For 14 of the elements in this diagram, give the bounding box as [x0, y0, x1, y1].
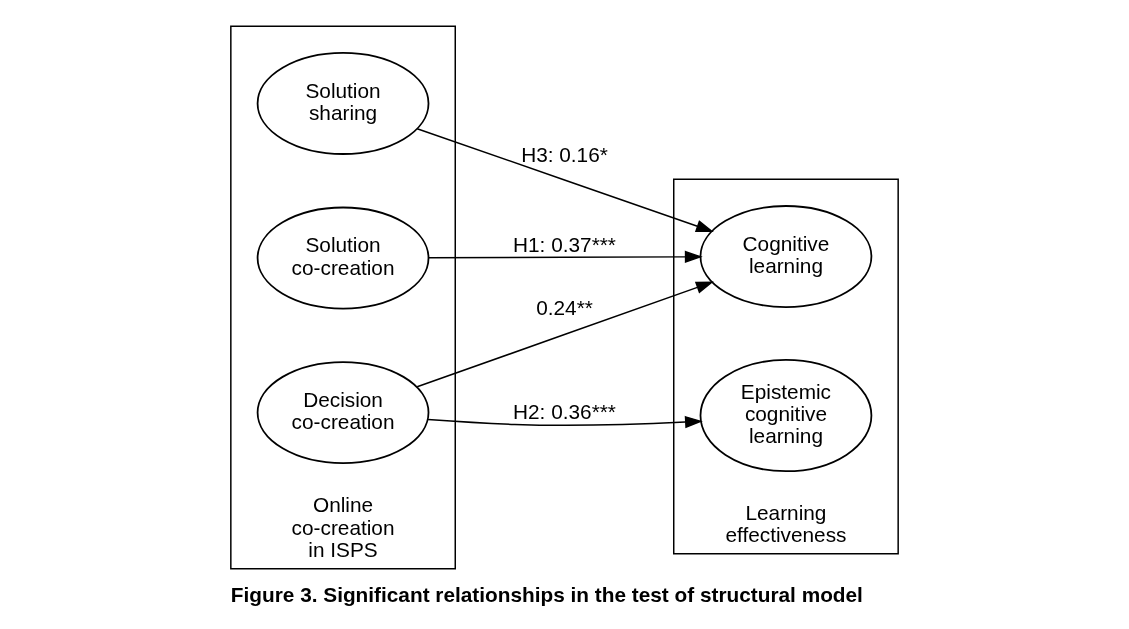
- edge-label: 0.24**: [536, 295, 593, 319]
- edge-label: H2: 0.36***: [513, 399, 616, 423]
- edge-label: H1: 0.37***: [513, 233, 616, 257]
- arrow: [428, 250, 703, 264]
- arrow: [416, 281, 714, 388]
- node-ellipse: Solution sharing: [256, 52, 430, 155]
- node-ellipse: Solution co-creation: [256, 206, 430, 310]
- arrow: [416, 128, 714, 232]
- node-ellipse: Cognitive learning: [699, 205, 873, 308]
- caption: Figure 3. Significant relationships in the test of structural model: [230, 582, 863, 606]
- node-ellipse: Decision co-creation: [256, 361, 430, 464]
- arrow: [427, 415, 703, 429]
- edge-label: H3: 0.16*: [521, 142, 608, 166]
- node-ellipse: Epistemic cognitive learning: [699, 359, 873, 473]
